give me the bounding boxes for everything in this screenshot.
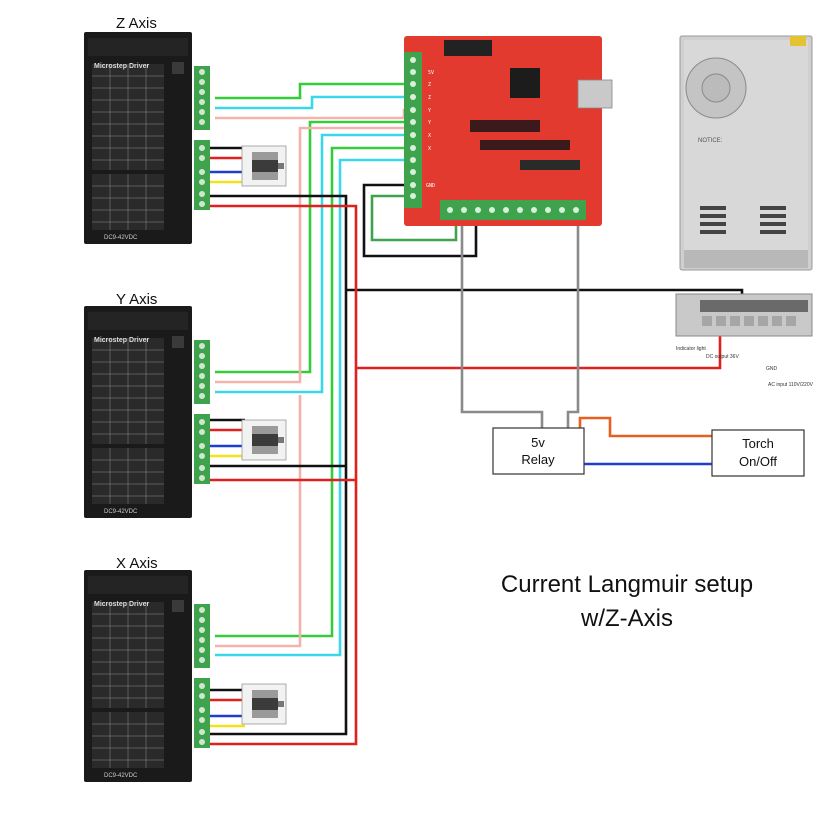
wire-y-green bbox=[215, 120, 410, 374]
wire-z-green bbox=[215, 82, 410, 100]
driver-x: Microstep Driver DC9-42VDC bbox=[83, 569, 211, 783]
motor-z bbox=[241, 145, 287, 187]
driver-y-label: Y Axis bbox=[116, 291, 157, 308]
wire-relay-gray-2 bbox=[566, 218, 580, 428]
driver-title: Microstep Driver bbox=[94, 601, 150, 608]
caption-line2: w/Z-Axis bbox=[580, 605, 673, 632]
driver-supply: DC9-42VDC bbox=[104, 235, 138, 241]
pin-label: Y bbox=[428, 120, 431, 126]
driver-x-label: X Axis bbox=[116, 555, 158, 572]
wire-vcc-bus bbox=[210, 204, 358, 746]
driver-y: Microstep Driver DC9-42VDC bbox=[83, 305, 211, 519]
wire-ctrl-gnd bbox=[362, 183, 478, 258]
pin-label: X bbox=[428, 133, 431, 139]
wire-y-pink bbox=[215, 126, 404, 384]
torch-box: Torch On/Off bbox=[711, 429, 805, 477]
terminal-block: Indicator light DC output 36V GND AC inp… bbox=[675, 293, 814, 388]
caption-line1: Current Langmuir setup bbox=[501, 571, 753, 598]
power-supply: NOTICE: bbox=[679, 35, 813, 271]
driver-z: Microstep Driver DC9-42VDC bbox=[83, 31, 211, 245]
terminal-ac-input-label: AC input 110V/220V bbox=[768, 382, 814, 388]
driver-z-label: Z Axis bbox=[116, 15, 157, 32]
driver-title: Microstep Driver bbox=[94, 337, 150, 344]
controller-board: 5V Z Z Y Y X X GND bbox=[404, 36, 613, 226]
motor-y bbox=[241, 419, 287, 461]
relay-line2: Relay bbox=[521, 452, 555, 467]
wires bbox=[210, 82, 744, 746]
relay-box: 5v Relay bbox=[492, 427, 585, 475]
wire-vcc-psu bbox=[356, 320, 722, 370]
pin-label: 5V bbox=[428, 70, 434, 76]
wire-ctrl-5v-green bbox=[370, 194, 458, 242]
driver-supply: DC9-42VDC bbox=[104, 509, 138, 515]
torch-line2: On/Off bbox=[739, 454, 777, 469]
driver-title: Microstep Driver bbox=[94, 63, 150, 70]
pin-label: X bbox=[428, 146, 431, 152]
pin-label: GND bbox=[426, 183, 435, 189]
terminal-indicator-label: Indicator light bbox=[676, 346, 706, 352]
wire-torch-orange bbox=[578, 416, 712, 438]
wire-x-green bbox=[215, 146, 410, 638]
wire-x-cyan bbox=[215, 158, 410, 657]
relay-line1: 5v bbox=[531, 435, 545, 450]
terminal-dc-output-label: DC output 36V bbox=[706, 354, 739, 360]
psu-notice-title: NOTICE: bbox=[698, 138, 723, 144]
wire-relay-gray-1 bbox=[460, 218, 544, 428]
wire-y-cyan bbox=[215, 133, 410, 394]
pin-label: Z bbox=[428, 82, 431, 88]
wire-z-pink bbox=[215, 108, 410, 120]
motor-x bbox=[241, 683, 287, 725]
controller-pins-left: 5V Z Z Y Y X X GND bbox=[426, 70, 435, 189]
wire-x-pink bbox=[215, 395, 302, 648]
wire-z-cyan bbox=[215, 95, 410, 110]
pin-label: Y bbox=[428, 108, 431, 114]
pin-label: Z bbox=[428, 95, 431, 101]
torch-line1: Torch bbox=[742, 436, 774, 451]
driver-supply: DC9-42VDC bbox=[104, 773, 138, 779]
terminal-gnd-label: GND bbox=[766, 366, 778, 372]
